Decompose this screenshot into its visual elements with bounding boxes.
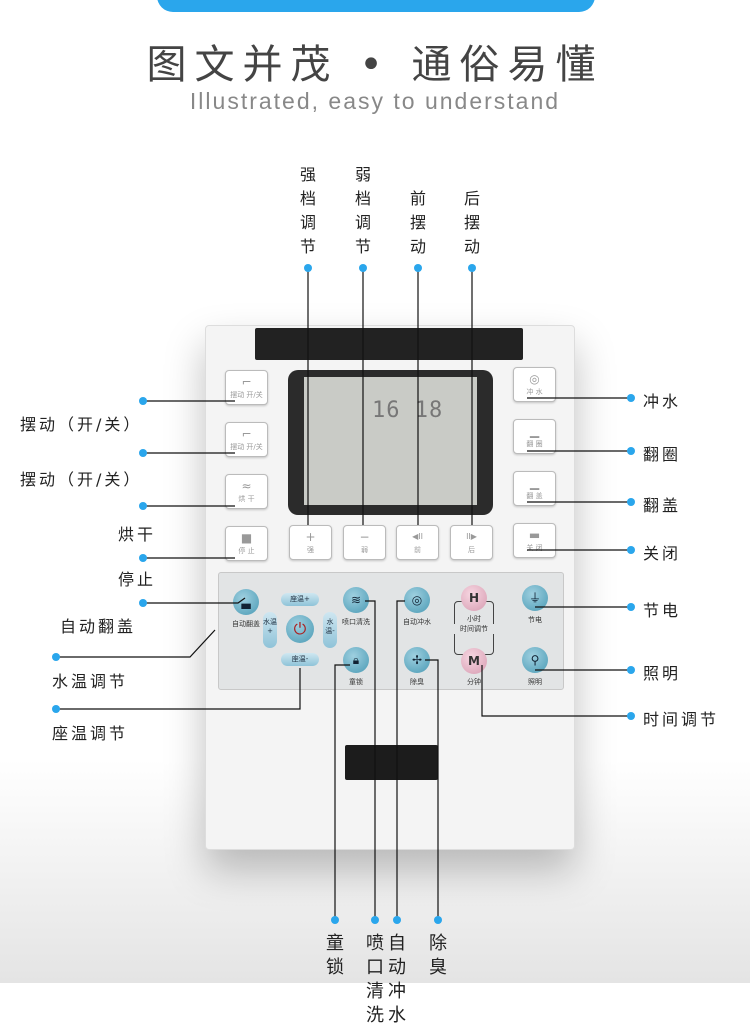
flush-button[interactable]: ◎ 冲 水 — [513, 367, 556, 402]
callout-auto-lid: 自动翻盖 — [60, 617, 137, 636]
callout-close: 关闭 — [643, 544, 682, 563]
callout-swing-1: 摆动（开/关） — [20, 415, 143, 434]
callout-time-adjust: 时间调节 — [643, 710, 720, 729]
hour-button[interactable]: H — [461, 585, 487, 611]
lid-flip-button[interactable]: ▁ 翻 盖 — [513, 471, 556, 506]
arrow-left-icon: ◀II — [412, 532, 423, 541]
auto-flush-label: 自动冲水 — [403, 618, 431, 626]
stop-button[interactable]: ■ 停 止 — [225, 526, 268, 561]
power-button[interactable]: ⏻ — [286, 615, 314, 643]
seat-temp-down-button[interactable]: 座温- — [281, 653, 319, 666]
swing-toggle-button-1[interactable]: ⌐ 摆动 开/关 — [225, 370, 268, 405]
lcd-digits: 16 18 — [372, 398, 444, 423]
dry-button[interactable]: ≈ 烘 干 — [225, 474, 268, 509]
seat-swing-icon: ⌐ — [241, 427, 252, 441]
lid-icon: ▃ — [241, 595, 251, 609]
button-label: 强 — [307, 546, 314, 554]
light-button[interactable]: ⚲ — [522, 647, 548, 673]
nozzle-icon: ≋ — [350, 593, 362, 607]
button-label: 前 — [414, 546, 421, 554]
button-label: 弱 — [361, 546, 368, 554]
callout-water-temp: 水温调节 — [52, 672, 129, 691]
page-subtitle: Illustrated, easy to understand — [189, 88, 561, 114]
button-label: 烘 干 — [238, 495, 255, 503]
callout-flush: 冲水 — [643, 392, 682, 411]
flush-icon: ◎ — [529, 372, 540, 386]
seat-swing-icon: ⌐ — [241, 375, 252, 389]
button-label: 摆动 开/关 — [230, 391, 263, 399]
button-label: 停 止 — [238, 547, 255, 555]
flush-icon: ◎ — [411, 593, 423, 607]
callout-lid-flip: 翻盖 — [643, 496, 682, 515]
button-label: 摆动 开/关 — [230, 443, 263, 451]
callout-nozzle-clean: 喷口清洗 — [366, 933, 384, 1026]
water-temp-down-button[interactable]: 水温- — [323, 612, 337, 648]
callout-lines — [52, 264, 635, 924]
plus-icon: + — [305, 530, 316, 544]
callout-front-swing: 前摆动 — [409, 189, 426, 256]
close-lid-icon: ▬ — [528, 528, 541, 542]
callout-deodorize: 除臭 — [429, 933, 447, 978]
auto-flush-button[interactable]: ◎ — [404, 587, 430, 613]
minus-icon: − — [359, 530, 370, 544]
lid-icon: ▁ — [529, 476, 540, 490]
callout-ring-flip: 翻圈 — [643, 445, 682, 464]
power-icon: ⏻ — [293, 619, 307, 638]
minute-label: 分钟 — [467, 678, 481, 686]
button-label: 翻 盖 — [526, 492, 543, 500]
callout-seat-temp: 座温调节 — [52, 724, 129, 743]
weak-button[interactable]: −弱 — [343, 525, 386, 560]
lamp-icon: ⚲ — [530, 653, 540, 667]
seat-temp-up-button[interactable]: 座温+ — [281, 593, 319, 606]
top-banner — [157, 0, 595, 12]
fan-icon: ✢ — [411, 653, 423, 667]
dry-icon: ≈ — [241, 479, 252, 493]
plug-icon: ⏚ — [528, 591, 541, 605]
hour-label: 小时 — [467, 615, 481, 623]
button-label: 后 — [468, 546, 475, 554]
callout-auto-flush: 自动冲水 — [388, 933, 406, 1026]
page-title: 图文并茂 • 通俗易懂 — [146, 42, 604, 88]
auto-lid-label: 自动翻盖 — [232, 620, 260, 628]
callout-back-swing: 后摆动 — [463, 189, 480, 256]
strong-button[interactable]: +强 — [289, 525, 332, 560]
arrow-right-icon: II▶ — [466, 532, 477, 541]
auto-lid-button[interactable]: ▃ — [233, 589, 259, 615]
callout-child-lock: 童锁 — [326, 933, 344, 978]
ring-flip-button[interactable]: ▁ 翻 圈 — [513, 419, 556, 454]
callout-weak: 弱档调节 — [354, 165, 371, 256]
nozzle-clean-button[interactable]: ≋ — [343, 587, 369, 613]
power-save-label: 节电 — [528, 616, 542, 624]
lower-window — [345, 745, 438, 780]
water-temp-up-button[interactable]: 水温+ — [263, 612, 277, 648]
child-lock-label: 童锁 — [349, 678, 363, 686]
callout-dry: 烘干 — [118, 525, 157, 544]
light-label: 照明 — [528, 678, 542, 686]
back-swing-button[interactable]: II▶ 后 — [450, 525, 493, 560]
callout-strong: 强档调节 — [299, 165, 316, 256]
button-label: 翻 圈 — [526, 440, 543, 448]
front-swing-button[interactable]: ◀II 前 — [396, 525, 439, 560]
button-label: 冲 水 — [526, 388, 543, 396]
minute-button[interactable]: M — [461, 648, 487, 674]
child-lock-button[interactable]: 🔒︎ — [343, 647, 369, 673]
callout-swing-2: 摆动（开/关） — [20, 470, 143, 489]
close-button[interactable]: ▬ 关 闭 — [513, 523, 556, 558]
swing-toggle-button-2[interactable]: ⌐ 摆动 开/关 — [225, 422, 268, 457]
ir-window — [255, 328, 523, 360]
callout-stop: 停止 — [118, 570, 157, 589]
time-adjust-label: 时间调节 — [449, 624, 499, 634]
deodorize-label: 除臭 — [410, 678, 424, 686]
lock-icon: 🔒︎ — [352, 653, 360, 667]
stop-icon: ■ — [240, 531, 253, 545]
ring-icon: ▁ — [529, 424, 540, 438]
callout-light: 照明 — [643, 664, 682, 683]
callout-power-save: 节电 — [643, 601, 682, 620]
button-label: 关 闭 — [526, 544, 543, 552]
nozzle-clean-label: 喷口清洗 — [342, 618, 370, 626]
lcd-screen — [304, 377, 477, 505]
